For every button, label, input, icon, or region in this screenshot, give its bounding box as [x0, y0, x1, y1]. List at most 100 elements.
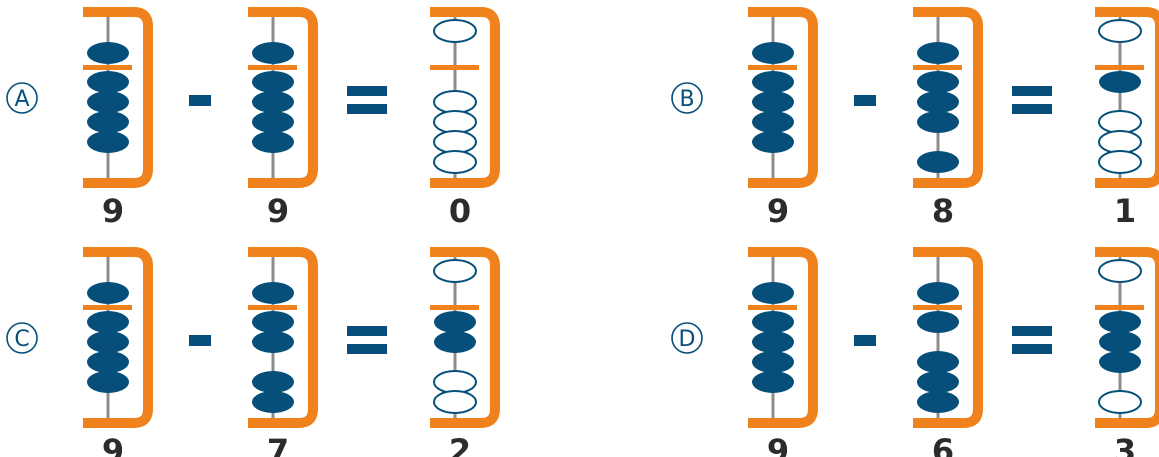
- abacus-2: 1: [1095, 7, 1159, 230]
- lower-bead: [917, 71, 959, 93]
- lower-bead: [87, 351, 129, 373]
- upper-bead: [917, 282, 959, 304]
- digit-label: 1: [1114, 192, 1136, 230]
- upper-bead: [1098, 259, 1142, 283]
- upper-bead: [87, 42, 129, 64]
- abacus-2: 2: [430, 247, 500, 457]
- abacus-divider: [748, 65, 797, 70]
- lower-bead: [252, 91, 294, 113]
- lower-bead: [87, 371, 129, 393]
- lower-bead: [1099, 71, 1141, 93]
- lower-bead: [752, 131, 794, 153]
- upper-bead: [917, 42, 959, 64]
- lower-bead: [752, 111, 794, 133]
- lower-bead: [433, 150, 477, 174]
- lower-bead: [252, 371, 294, 393]
- minus-sign: [854, 95, 876, 106]
- lower-bead: [917, 351, 959, 373]
- lower-bead: [1099, 311, 1141, 333]
- abacus-frame: [430, 247, 500, 428]
- option-letter: A: [14, 87, 29, 112]
- minus-sign: [189, 335, 211, 346]
- equals-sign: [1012, 326, 1052, 354]
- lower-bead: [433, 390, 477, 414]
- lower-bead: [752, 371, 794, 393]
- digit-label: 9: [767, 432, 789, 457]
- lower-bead: [1098, 390, 1142, 414]
- lower-bead: [752, 311, 794, 333]
- lower-bead: [752, 71, 794, 93]
- abacus-divider: [248, 65, 297, 70]
- lower-bead: [252, 311, 294, 333]
- lower-bead: [1099, 351, 1141, 373]
- upper-bead: [87, 282, 129, 304]
- abacus-frame: [430, 7, 500, 188]
- abacus-divider: [1095, 65, 1144, 70]
- abacus-divider: [248, 305, 297, 310]
- abacus-divider: [1095, 305, 1144, 310]
- abacus-frame: [1095, 7, 1159, 188]
- digit-label: 9: [102, 432, 124, 457]
- option-circle: [671, 322, 703, 354]
- option-circle: [6, 82, 38, 114]
- lower-bead: [433, 90, 477, 114]
- lower-bead: [917, 371, 959, 393]
- digit-label: 8: [932, 192, 954, 230]
- lower-bead: [87, 311, 129, 333]
- option-b[interactable]: B 9 8 1: [671, 7, 1159, 230]
- option-marker[interactable]: A: [6, 82, 38, 114]
- abacus-0: 9: [748, 247, 818, 457]
- abacus-1: 7: [248, 247, 318, 457]
- upper-bead: [1098, 19, 1142, 43]
- digit-label: 2: [449, 432, 471, 457]
- lower-bead: [1098, 110, 1142, 134]
- option-circle: [671, 82, 703, 114]
- abacus-1: 8: [913, 7, 983, 230]
- lower-bead: [252, 131, 294, 153]
- lower-bead: [752, 351, 794, 373]
- lower-bead: [87, 91, 129, 113]
- digit-label: 9: [767, 192, 789, 230]
- abacus-frame: [1095, 247, 1159, 428]
- digit-label: 6: [932, 432, 954, 457]
- upper-bead: [433, 259, 477, 283]
- lower-bead: [917, 391, 959, 413]
- abacus-frame: [248, 247, 318, 428]
- abacus-frame: [913, 247, 983, 428]
- lower-bead: [433, 110, 477, 134]
- abacus-divider: [913, 65, 962, 70]
- option-letter: C: [14, 327, 29, 352]
- abacus-1: 9: [248, 7, 318, 230]
- digit-label: 9: [267, 192, 289, 230]
- lower-bead: [1098, 150, 1142, 174]
- abacus-2: 3: [1095, 247, 1159, 457]
- option-marker[interactable]: D: [671, 322, 703, 354]
- lower-bead: [434, 311, 476, 333]
- option-marker[interactable]: B: [671, 82, 703, 114]
- option-marker[interactable]: C: [6, 322, 38, 354]
- option-c[interactable]: C 9 7 2: [6, 247, 500, 457]
- upper-bead: [433, 19, 477, 43]
- lower-bead: [433, 130, 477, 154]
- digit-label: 3: [1114, 432, 1136, 457]
- abacus-frame: [248, 7, 318, 188]
- abacus-divider: [430, 65, 479, 70]
- lower-bead: [433, 370, 477, 394]
- option-d[interactable]: D 9 6 3: [671, 247, 1159, 457]
- upper-bead: [752, 282, 794, 304]
- option-letter: B: [679, 87, 694, 112]
- lower-bead: [917, 151, 959, 173]
- abacus-divider: [430, 305, 479, 310]
- lower-bead: [917, 91, 959, 113]
- equals-sign: [347, 326, 387, 354]
- abacus-divider: [83, 65, 132, 70]
- equals-sign: [1012, 86, 1052, 114]
- lower-bead: [917, 311, 959, 333]
- lower-bead: [752, 331, 794, 353]
- abacus-frame: [83, 7, 153, 188]
- abacus-frame: [748, 7, 818, 188]
- lower-bead: [87, 131, 129, 153]
- abacus-0: 9: [83, 247, 153, 457]
